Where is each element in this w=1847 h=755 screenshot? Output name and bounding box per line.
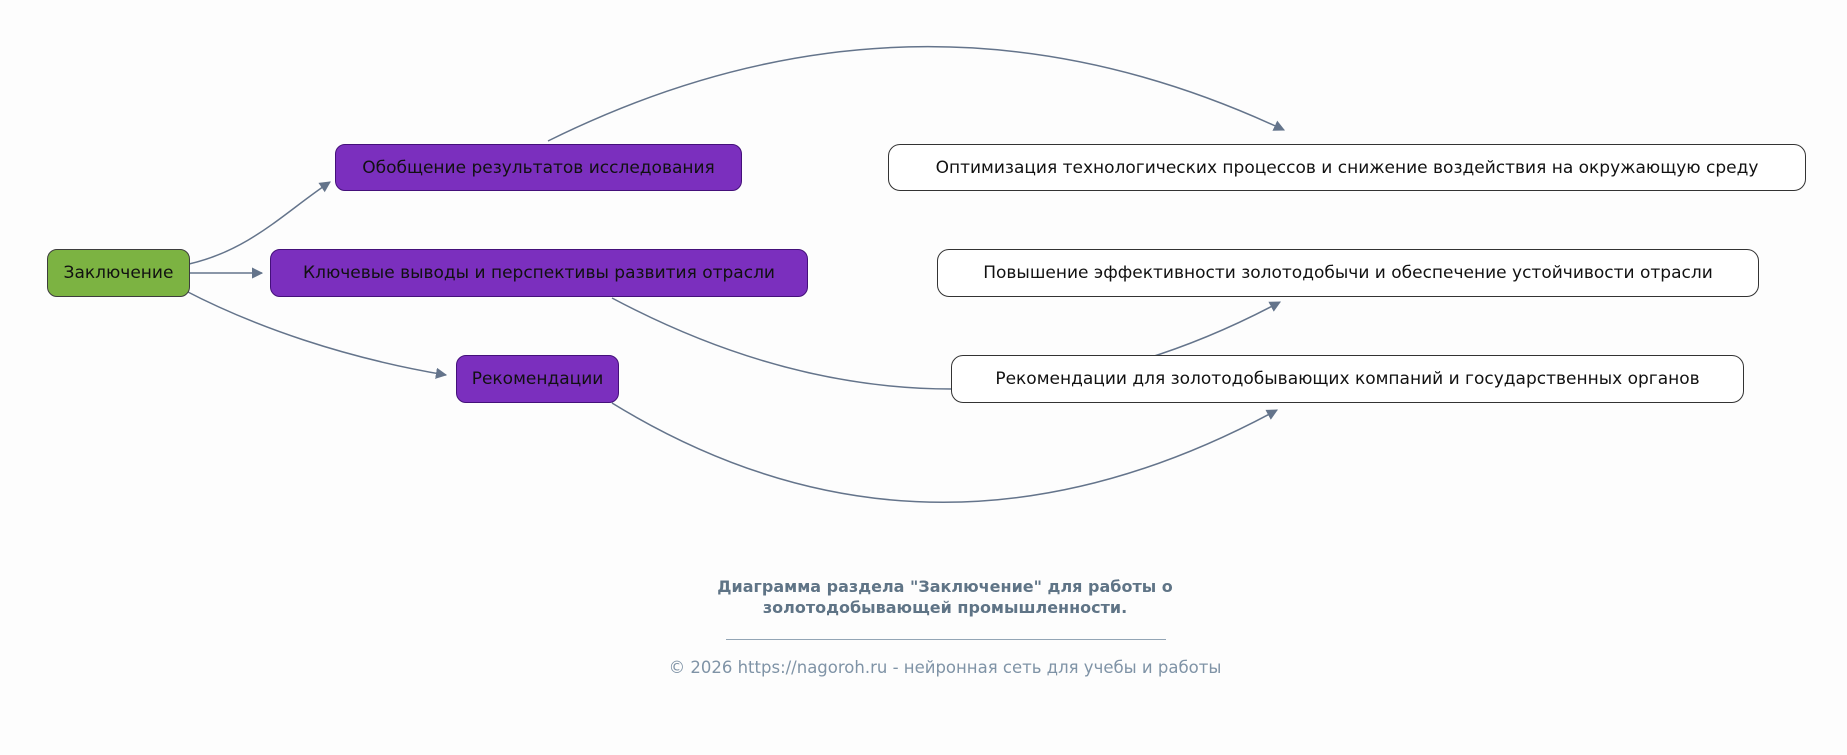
connector-branch2-to-leaf2 xyxy=(611,297,1281,390)
node-leaf-efficiency-sustainability: Повышение эффективности золотодобычи и о… xyxy=(937,249,1759,297)
node-branch-key-findings: Ключевые выводы и перспективы развития о… xyxy=(270,249,808,297)
node-leaf-company-state-recommendations: Рекомендации для золотодобывающих компан… xyxy=(951,355,1744,403)
footer-divider xyxy=(726,639,1166,640)
connector-branch3-to-leaf3 xyxy=(611,402,1278,503)
node-branch-recommendations: Рекомендации xyxy=(456,355,619,403)
connector-root-to-branch1 xyxy=(188,181,331,265)
connector-root-to-branch3 xyxy=(183,289,448,379)
node-branch-results-summary: Обобщение результатов исследования xyxy=(335,144,742,191)
node-root-conclusion: Заключение xyxy=(47,249,190,297)
connector-branch1-to-leaf1 xyxy=(547,45,1286,142)
caption-line-2: золотодобывающей промышленности. xyxy=(762,598,1128,617)
caption-line-1: Диаграмма раздела "Заключение" для работ… xyxy=(717,577,1173,596)
copyright-text: © 2026 https://nagoroh.ru - нейронная се… xyxy=(668,658,1222,677)
diagram-caption: Диаграмма раздела "Заключение" для работ… xyxy=(717,576,1173,618)
node-leaf-process-optimization: Оптимизация технологических процессов и … xyxy=(888,144,1806,191)
